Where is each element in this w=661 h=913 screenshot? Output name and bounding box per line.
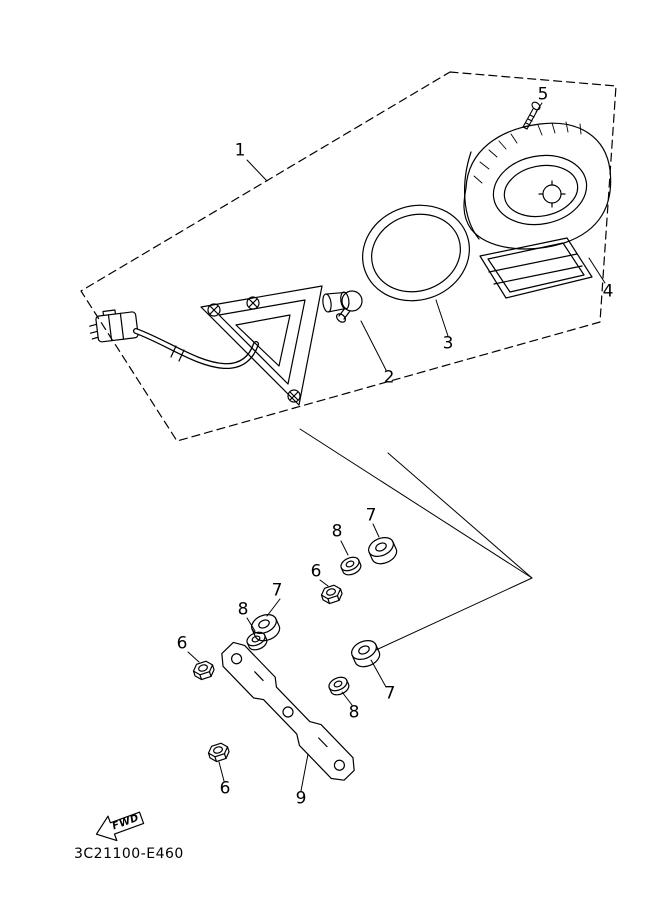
callout-6-mid: 6 [176,633,188,654]
collar-drawing-mid [248,610,284,645]
housing-hatch-lines [473,121,582,184]
callout-8-top: 8 [331,521,343,542]
collar-drawing-top [365,533,401,568]
callout-7-bottom: 7 [384,683,396,704]
bulb-socket-drawing [322,291,350,313]
collar-drawing-bottom [348,636,384,671]
callout-5: 5 [537,84,549,105]
gasket-drawing [362,204,470,302]
wire-harness-drawing [133,328,259,370]
callout-8-bottom: 8 [348,702,360,723]
callout-3: 3 [442,333,454,354]
connector-drawing [89,309,139,343]
mount-screws-drawing [207,296,301,403]
callout-7-mid: 7 [271,580,283,601]
callout-4: 4 [602,281,614,302]
callout-1: 1 [234,140,246,161]
callout-8-mid: 8 [237,599,249,620]
nut-drawing-top [319,583,345,606]
washer-drawing-top [338,554,364,579]
assembly-boundary-outline [80,71,617,442]
tail-light-housing-drawing [463,121,612,250]
callout-9: 9 [295,788,307,809]
nut-drawing-mid [191,659,217,682]
callout-6-top: 6 [310,561,322,582]
callout-leader-lines [187,102,606,792]
callout-2: 2 [383,367,395,388]
callout-6-bottom: 6 [219,778,231,799]
washer-drawing-bottom [326,674,352,699]
callout-7-top: 7 [365,505,377,526]
tail-light-unit-drawing [89,285,350,406]
mounting-pointer-lines [299,428,533,651]
nut-drawing-bottom [206,741,232,764]
lens-plate-drawing [479,237,593,299]
fwd-arrow-icon [95,811,145,842]
diagram-part-code: 3C21100-E460 [74,846,184,862]
bracket-drawing [221,641,355,781]
